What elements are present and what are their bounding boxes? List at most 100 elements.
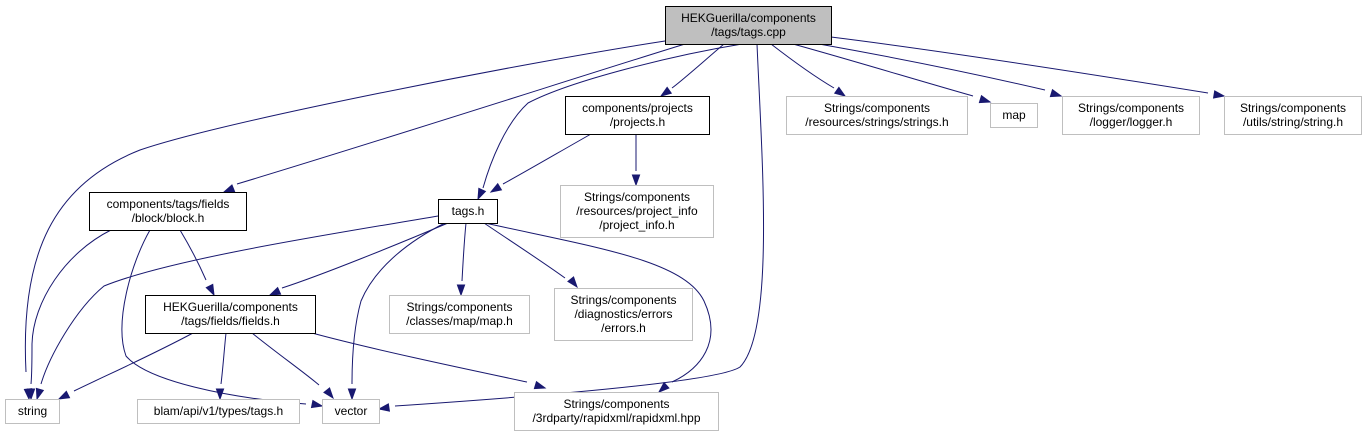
node-box	[990, 103, 1038, 128]
node-label-line: Strings/components	[563, 397, 669, 411]
node-box	[322, 399, 380, 424]
node-label-line: Strings/components	[1078, 101, 1184, 115]
edge-line	[311, 332, 528, 383]
node-tags-h[interactable]: tags.h	[438, 199, 498, 224]
node-label-line: /errors.h	[601, 321, 646, 335]
edges-layer	[23, 36, 1226, 412]
node-label-line: HEKGuerilla/components	[681, 11, 816, 25]
edge-line	[30, 229, 112, 385]
edge-root-to-string_h	[830, 36, 1226, 99]
node-label-line: /utils/string/string.h	[1243, 115, 1343, 129]
arrowhead	[533, 380, 547, 390]
node-map: map	[990, 103, 1038, 128]
edge-tags_h-to-errors	[483, 222, 578, 289]
edge-line	[394, 43, 765, 407]
node-box	[137, 399, 300, 424]
edge-tags_h-to-vector	[347, 222, 446, 401]
node-root: HEKGuerilla/components/tags/tags.cpp	[665, 6, 832, 45]
node-label-line: map	[1002, 108, 1026, 122]
node-box	[665, 6, 832, 45]
node-label-line: components/tags/fields	[107, 197, 230, 211]
arrowhead	[26, 388, 36, 401]
arrowhead	[1212, 90, 1226, 99]
node-label-line: tags.h	[452, 204, 485, 218]
node-label-line: /resources/strings/strings.h	[805, 115, 948, 129]
edge-root-to-logger	[818, 43, 1063, 98]
arrowhead	[205, 283, 215, 297]
arrowhead	[1049, 88, 1063, 98]
node-box	[786, 96, 968, 135]
node-label-line: vector	[335, 404, 368, 418]
node-logger: Strings/components/logger/logger.h	[1062, 96, 1200, 135]
arrowhead	[377, 403, 391, 412]
edge-line	[483, 222, 566, 279]
node-projects[interactable]: components/projects/projects.h	[565, 96, 710, 135]
node-label-line: components/projects	[582, 101, 693, 115]
node-label-line: /tags/tags.cpp	[711, 25, 786, 39]
arrowhead	[657, 381, 670, 393]
arrowhead	[268, 286, 282, 296]
edge-root-to-vector	[377, 43, 765, 412]
arrowhead	[631, 174, 641, 187]
edge-root-to-block	[222, 43, 686, 193]
arrowhead	[222, 184, 236, 193]
edge-line	[484, 222, 712, 383]
arrowhead	[35, 387, 45, 401]
node-box	[554, 288, 693, 341]
edge-line	[830, 36, 1209, 94]
edge-line	[73, 332, 194, 392]
node-vector: vector	[322, 399, 380, 424]
arrowhead	[310, 399, 324, 409]
edge-line	[40, 215, 439, 385]
node-label-line: HEKGuerilla/components	[163, 300, 298, 314]
node-strings-h: Strings/components/resources/strings/str…	[786, 96, 968, 135]
node-label-line: /tags/fields/fields.h	[181, 314, 280, 328]
node-blam-tags: blam/api/v1/types/tags.h	[137, 399, 300, 424]
node-label-line: /diagnostics/errors	[574, 307, 672, 321]
edge-line	[251, 332, 320, 386]
node-box	[560, 185, 714, 238]
node-box	[1224, 96, 1362, 135]
edge-tags_h-to-map_h	[456, 222, 467, 297]
edge-projects-to-tags_h	[489, 133, 592, 193]
edge-line	[281, 222, 449, 289]
arrowhead	[978, 94, 992, 104]
arrowhead	[347, 388, 357, 401]
edge-line	[351, 222, 446, 385]
node-fields[interactable]: HEKGuerilla/components/tags/fields/field…	[145, 295, 316, 334]
nodes-layer: HEKGuerilla/components/tags/tags.cpp comp…	[5, 6, 1362, 431]
node-label-line: /projects.h	[610, 115, 665, 129]
edge-root-to-projects	[659, 43, 725, 97]
node-box	[145, 295, 316, 334]
edge-line	[24, 40, 666, 373]
arrowhead	[489, 182, 503, 193]
node-box	[89, 192, 247, 231]
arrowhead	[57, 390, 71, 400]
node-label-line: string	[18, 404, 47, 418]
edge-line	[671, 43, 725, 89]
node-string-h: Strings/components/utils/string/string.h	[1224, 96, 1362, 135]
edge-root-to-strings_h	[770, 43, 847, 97]
arrowhead	[456, 284, 466, 297]
edge-tags_h-to-rapidxml	[484, 222, 712, 393]
node-label-line: Strings/components	[570, 293, 676, 307]
edge-tags_h-to-fields	[268, 222, 449, 296]
node-box	[514, 392, 719, 431]
arrowhead	[215, 388, 225, 401]
node-label-line: Strings/components	[584, 190, 690, 204]
edge-line	[220, 332, 227, 385]
node-block[interactable]: components/tags/fields/block/block.h	[89, 192, 247, 231]
edge-line	[461, 222, 467, 282]
edge-projects-to-project_info	[631, 134, 641, 187]
node-string: string	[5, 399, 60, 424]
node-errors: Strings/components/diagnostics/errors/er…	[554, 288, 693, 341]
edge-line	[818, 43, 1046, 91]
edge-root-to-map	[792, 43, 992, 104]
node-label-line: Strings/components	[1240, 101, 1346, 115]
node-label-line: blam/api/v1/types/tags.h	[154, 404, 283, 418]
node-box	[438, 199, 498, 224]
node-label-line: Strings/components	[824, 101, 930, 115]
edge-tags_h-to-string	[35, 215, 439, 401]
edge-line	[236, 43, 686, 185]
